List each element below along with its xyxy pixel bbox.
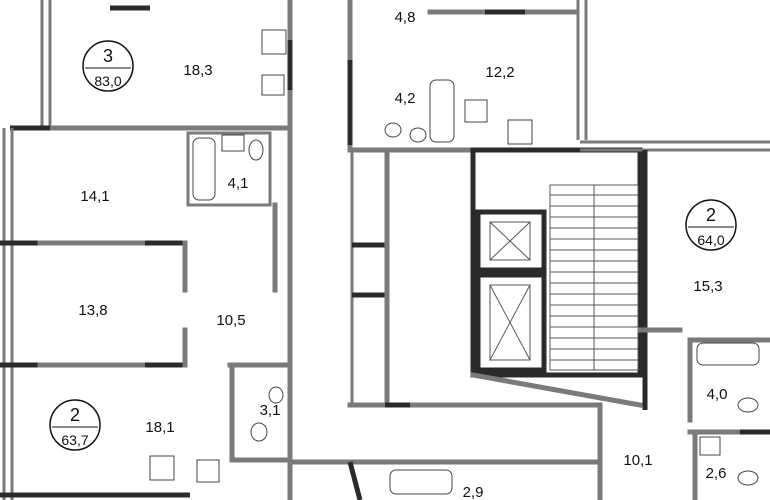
elevator-1-icon — [489, 221, 531, 261]
room-area: 14,1 — [80, 188, 109, 205]
room-area: 4,2 — [395, 90, 416, 107]
room-area: 10,5 — [216, 312, 245, 329]
room-labels: 18,3 4,8 4,2 12,2 14,1 4,1 15,3 13,8 10,… — [78, 9, 727, 500]
unit-area: 64,0 — [697, 232, 724, 248]
unit-rooms: 2 — [706, 205, 716, 225]
bathtub-icon — [389, 469, 453, 495]
room-area: 18,1 — [145, 419, 174, 436]
room-area: 2,6 — [706, 465, 727, 482]
room-area: 2,9 — [463, 484, 484, 500]
toilet-icon — [737, 470, 759, 486]
unit-area: 83,0 — [94, 73, 121, 89]
toilet-icon — [384, 122, 402, 138]
room-area: 3,1 — [260, 402, 281, 419]
sink-icon — [221, 134, 245, 152]
unit-badge: 2 64,0 — [685, 199, 737, 251]
unit-badge: 3 83,0 — [82, 40, 134, 92]
toilet-icon — [409, 127, 427, 143]
stairs-icon — [549, 184, 639, 371]
stove-icon — [149, 455, 175, 481]
room-area: 4,0 — [707, 386, 728, 403]
stove-icon — [507, 119, 533, 145]
room-area: 4,1 — [228, 175, 249, 192]
unit-rooms: 2 — [70, 405, 80, 425]
sink-icon — [699, 436, 721, 456]
unit-rooms: 3 — [103, 46, 113, 66]
bathtub-icon — [696, 342, 760, 366]
room-area: 18,3 — [183, 62, 212, 79]
toilet-icon — [248, 139, 264, 161]
room-area: 12,2 — [485, 64, 514, 81]
room-area: 4,8 — [395, 9, 416, 26]
sink-icon — [261, 74, 285, 96]
sink-icon — [268, 386, 284, 404]
room-area: 15,3 — [693, 278, 722, 295]
stove-icon — [261, 29, 287, 55]
bathtub-icon — [192, 137, 216, 201]
room-area: 10,1 — [623, 452, 652, 469]
unit-area: 63,7 — [61, 432, 88, 448]
elevator-2-icon — [489, 284, 531, 361]
bathtub-icon — [429, 79, 455, 143]
unit-badge: 2 63,7 — [49, 399, 101, 451]
room-area: 13,8 — [78, 302, 107, 319]
fixtures — [149, 29, 760, 495]
sink-icon — [196, 459, 220, 483]
sink-icon — [464, 99, 488, 123]
toilet-icon — [250, 422, 268, 442]
toilet-icon — [737, 397, 759, 413]
